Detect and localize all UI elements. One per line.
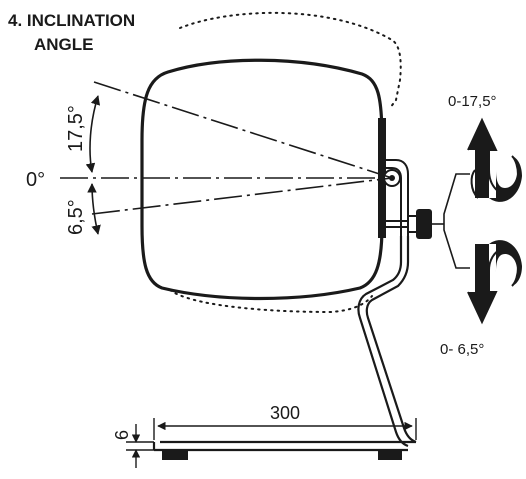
- angle-6-5-label: 6,5°: [65, 199, 87, 235]
- angle-17-5-label: 17,5°: [65, 105, 87, 152]
- arc-up: [85, 95, 101, 173]
- housing-body: [140, 58, 384, 301]
- dimension-6-label: 6: [112, 430, 132, 440]
- foot-right: [378, 450, 402, 460]
- tilted-down-outline: [169, 289, 373, 314]
- tilted-up-outline: [179, 11, 402, 109]
- range-up-label: 0-17,5°: [448, 93, 497, 110]
- arc-down: [87, 183, 101, 235]
- line-17-5: [93, 81, 393, 179]
- pivot-bracket: [380, 159, 409, 236]
- line-6-5: [91, 177, 393, 215]
- dimension-300: [153, 418, 417, 440]
- rotate-down-arrow-icon: [467, 240, 522, 325]
- stand-base: [152, 440, 416, 452]
- stand-arm-inner: [357, 236, 409, 448]
- stand-arm: [365, 236, 417, 444]
- range-down-label: 0- 6,5°: [440, 341, 484, 358]
- rotation-bracket: [443, 173, 470, 269]
- title-line-1: 4. INCLINATION: [8, 11, 135, 30]
- foot-left: [162, 450, 188, 460]
- adjustment-knob: [384, 209, 432, 239]
- title-line-2: ANGLE: [34, 35, 94, 54]
- angle-0-label: 0°: [26, 169, 45, 191]
- dimension-300-label: 300: [270, 403, 300, 423]
- dimension-6: [126, 424, 154, 468]
- rotate-up-arrow-icon: [467, 117, 522, 202]
